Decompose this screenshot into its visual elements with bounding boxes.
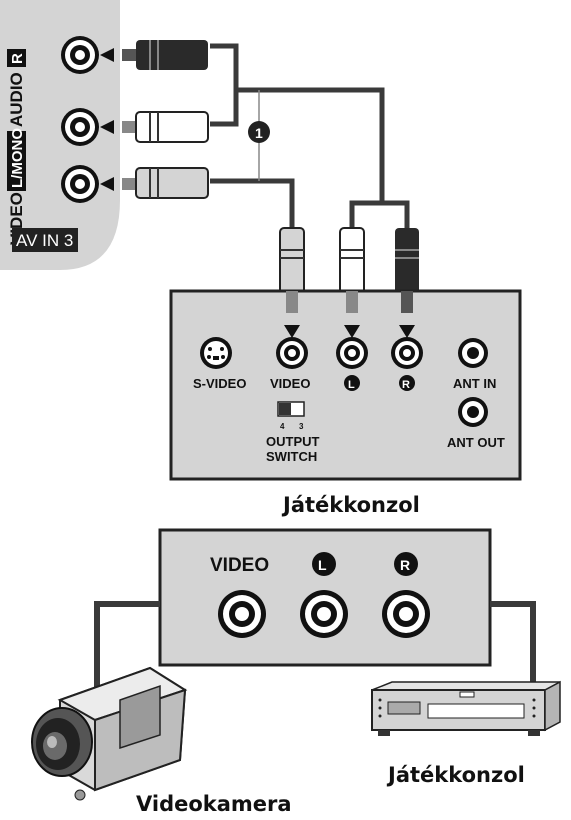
lower-l-jack[interactable] [300,590,348,638]
console-svideo-jack[interactable] [200,337,232,369]
lower-r-badge: R [394,552,418,576]
console-l-badge: L [344,375,360,391]
svg-text:1: 1 [255,125,263,141]
tv-jack-l[interactable] [61,108,99,146]
svg-text:L: L [348,379,355,391]
console-video-label: VIDEO [270,376,310,391]
console-svideo-label: S-VIDEO [193,376,246,391]
svg-text:R: R [402,379,410,391]
console-caption: Játékkonzol [281,493,420,517]
camcorder-caption: Videokamera [136,792,292,816]
console-ant-out-jack[interactable] [458,397,488,427]
tv-plug-video [122,167,209,199]
tv-r-label: R [9,53,26,64]
upper-cables [210,43,410,228]
tv-jack-label-group: VIDEO L/MONO AUDIO R [7,49,26,245]
svg-text:L: L [318,557,327,573]
lower-r-jack[interactable] [382,590,430,638]
tv-lmono-label: L/MONO [9,128,26,188]
tv-jack-video[interactable] [61,165,99,203]
vcr-caption: Játékkonzol [386,763,525,787]
av-in-3-label: AV IN 3 [16,231,73,250]
console-ant-in-label: ANT IN [453,376,496,391]
lower-cables [94,601,536,698]
lower-video-label: VIDEO [210,555,269,576]
console-ant-in-jack[interactable] [458,338,488,368]
console-video-jack[interactable] [276,337,308,369]
lower-l-badge: L [312,552,336,576]
camcorder-icon [31,666,188,801]
tv-plug-l [122,111,209,143]
tv-plug-r [122,40,208,70]
console-l-jack[interactable] [336,337,368,369]
tv-jack-r[interactable] [61,36,99,74]
svg-text:R: R [400,557,410,573]
vcr-icon [371,680,561,736]
lower-video-jack[interactable] [218,590,266,638]
switch-left-label: 4 [280,422,285,431]
console-r-badge: R [399,375,415,391]
tv-audio-label: AUDIO [7,72,26,127]
cable-callout: 1 [248,90,270,181]
console-ant-out-label: ANT OUT [447,435,505,450]
av-in-3-badge [12,228,78,252]
switch-right-label: 3 [299,422,304,431]
output-switch-label-2: SWITCH [266,449,317,464]
output-switch[interactable] [277,401,305,417]
console-r-jack[interactable] [391,337,423,369]
output-switch-label-1: OUTPUT [266,434,320,449]
